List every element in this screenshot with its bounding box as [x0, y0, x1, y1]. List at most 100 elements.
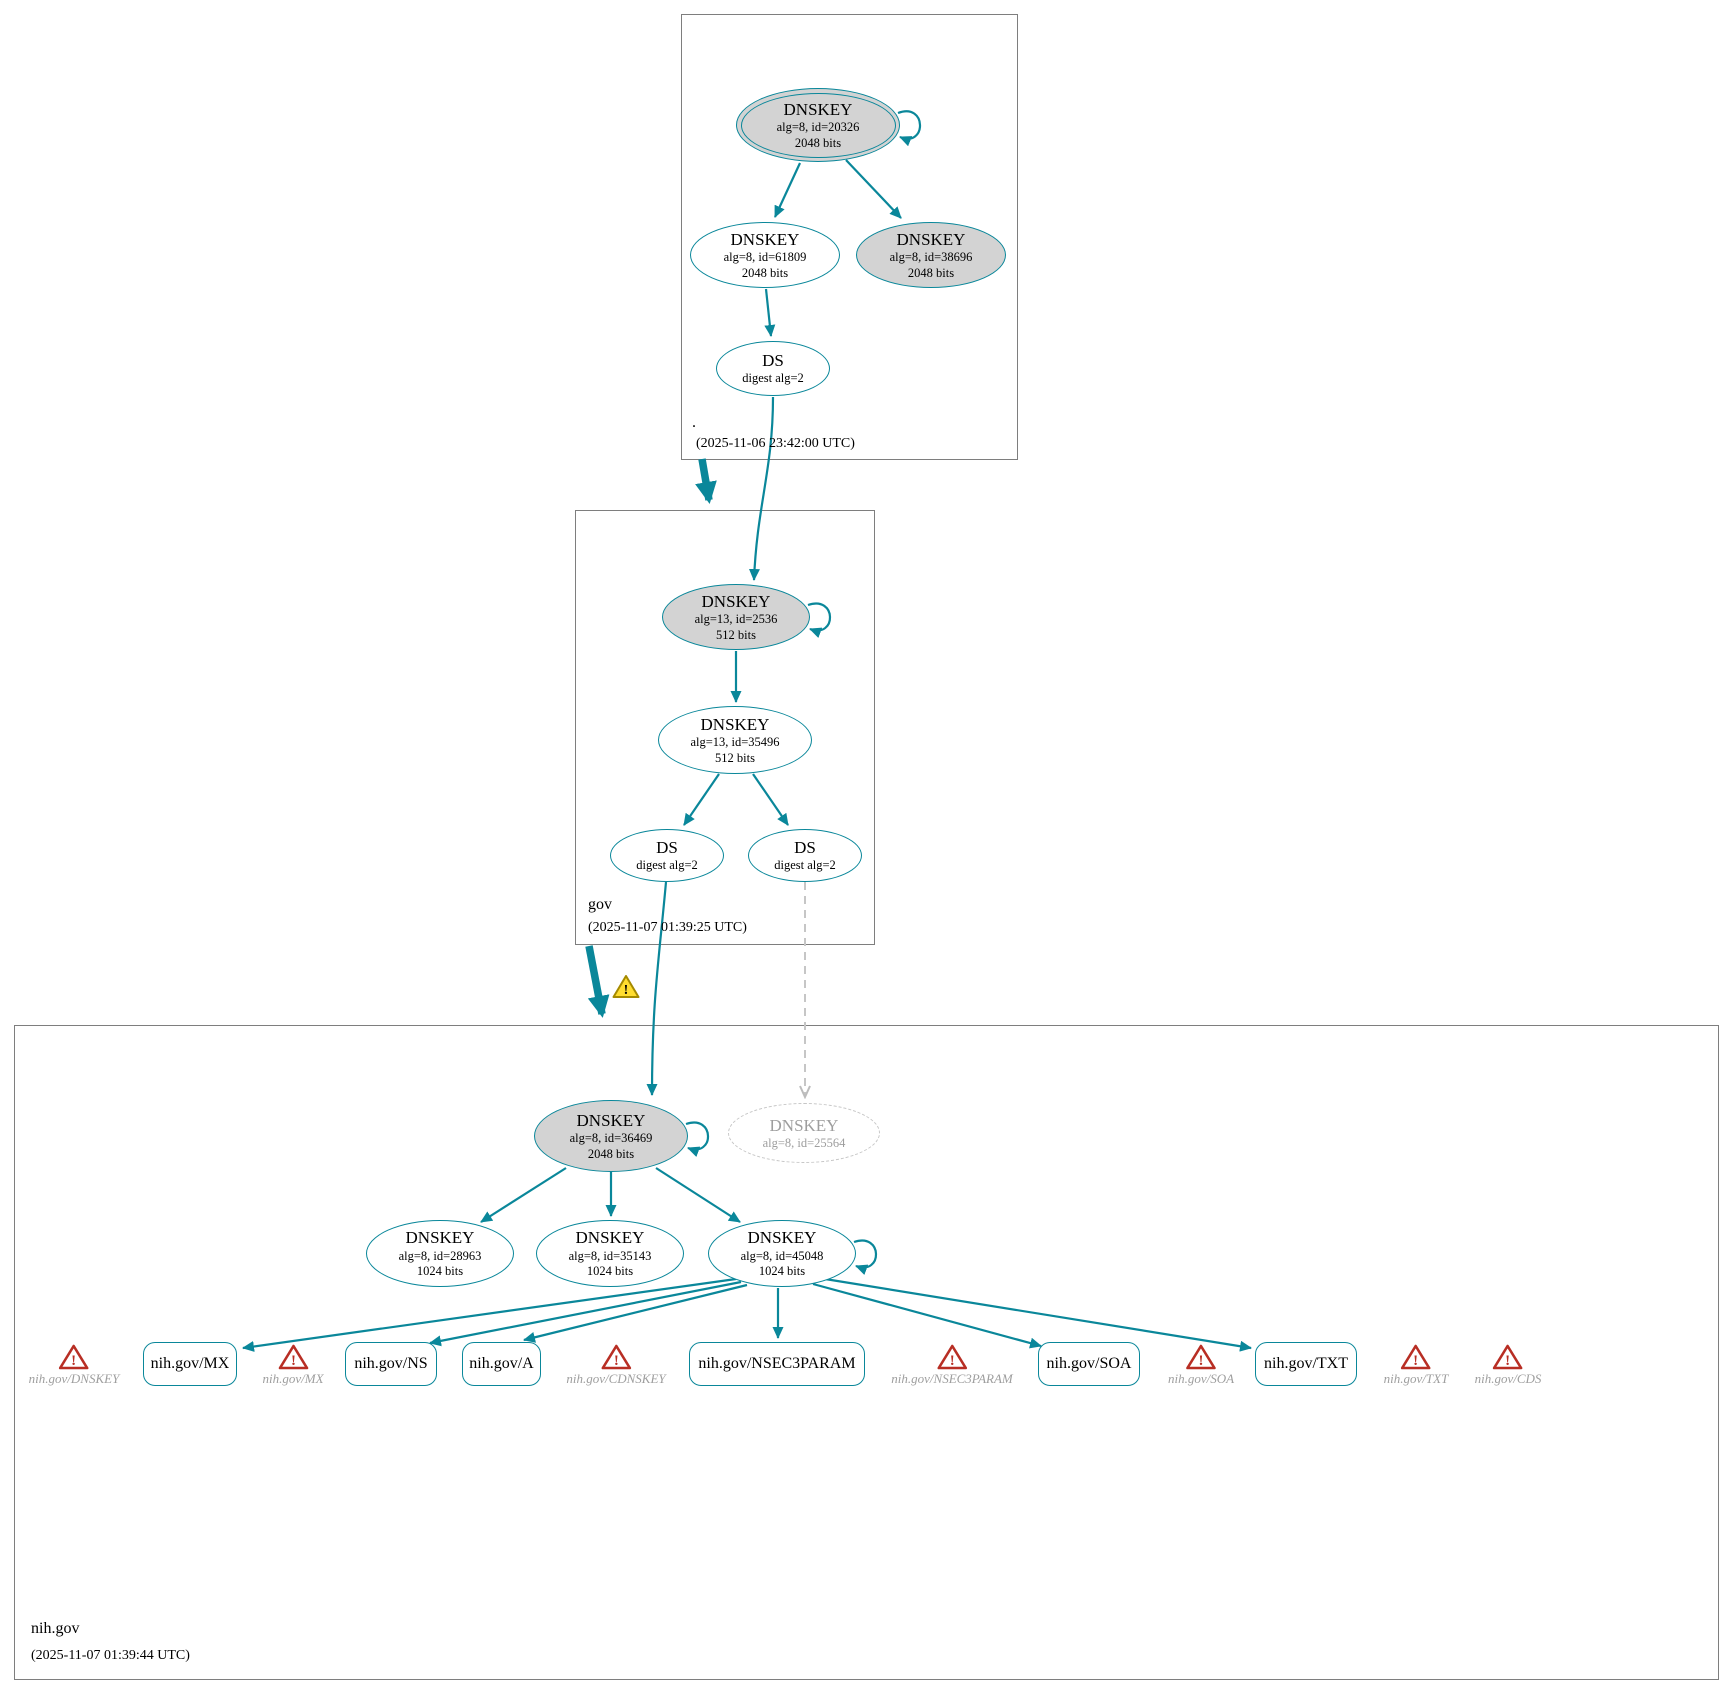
node-bits: 1024 bits	[586, 1264, 634, 1279]
rrset-label: nih.gov/TXT	[1264, 1355, 1348, 1372]
delegation-warning-icon[interactable]: !	[612, 974, 640, 1004]
gov-ksk-node[interactable]: DNSKEY alg=13, id=2536 512 bits	[662, 584, 810, 650]
node-title: DNSKEY	[783, 99, 853, 119]
error-icon: !	[937, 1344, 967, 1370]
error-icon: !	[1186, 1344, 1216, 1370]
svg-text:!: !	[1198, 1353, 1203, 1369]
node-title: DS	[794, 838, 816, 858]
node-alg: alg=8, id=36469	[569, 1131, 653, 1145]
node-alg: alg=8, id=45048	[740, 1248, 824, 1263]
error-nih-gov-dnskey[interactable]: ! nih.gov/DNSKEY	[28, 1344, 120, 1387]
node-bits: 1024 bits	[758, 1264, 806, 1279]
nih-zsk3-node[interactable]: DNSKEY alg=8, id=45048 1024 bits	[708, 1220, 856, 1287]
rrset-nih-gov-mx[interactable]: nih.gov/MX	[143, 1342, 237, 1386]
nih-ksk-node[interactable]: DNSKEY alg=8, id=36469 2048 bits	[534, 1100, 688, 1172]
rrset-label: nih.gov/A	[469, 1355, 534, 1372]
svg-text:!: !	[613, 1353, 618, 1369]
node-title: DNSKEY	[575, 1228, 645, 1248]
zone-label-gov: gov	[588, 896, 612, 913]
rrset-nih-gov-txt[interactable]: nih.gov/TXT	[1255, 1342, 1357, 1386]
rrset-label: nih.gov/NS	[354, 1355, 428, 1372]
node-title: DNSKEY	[747, 1228, 817, 1248]
error-icon: !	[1493, 1344, 1523, 1370]
root-standby-ksk-node[interactable]: DNSKEY alg=8, id=38696 2048 bits	[856, 222, 1006, 288]
node-title: DNSKEY	[730, 229, 800, 249]
node-alg: alg=8, id=28963	[398, 1248, 482, 1263]
svg-text:!: !	[72, 1353, 77, 1369]
node-digest: digest alg=2	[636, 858, 698, 873]
error-label: nih.gov/CDS	[1474, 1371, 1542, 1386]
node-title: DNSKEY	[701, 591, 771, 611]
node-bits: 2048 bits	[741, 265, 789, 280]
svg-text:!: !	[290, 1353, 295, 1369]
node-alg: alg=8, id=61809	[723, 250, 807, 264]
error-nih-gov-soa[interactable]: ! nih.gov/SOA	[1168, 1344, 1234, 1387]
node-title: DNSKEY	[896, 229, 966, 249]
zone-label-root: .	[692, 414, 696, 431]
node-digest: digest alg=2	[742, 371, 804, 386]
rrset-nih-gov-ns[interactable]: nih.gov/NS	[345, 1342, 437, 1386]
zone-label-nih-gov: nih.gov	[31, 1620, 80, 1637]
rrset-label: nih.gov/NSEC3PARAM	[698, 1355, 856, 1372]
svg-text:!: !	[1414, 1353, 1419, 1369]
node-bits: 2048 bits	[794, 135, 842, 150]
node-alg: alg=13, id=2536	[694, 612, 778, 626]
error-label: nih.gov/NSEC3PARAM	[891, 1371, 1013, 1386]
nih-missing-dnskey-node[interactable]: DNSKEY alg=8, id=25564	[728, 1103, 880, 1163]
node-alg: alg=8, id=25564	[762, 1135, 846, 1150]
zone-timestamp-gov: (2025-11-07 01:39:25 UTC)	[588, 920, 747, 935]
svg-text:!: !	[1506, 1353, 1511, 1369]
zone-box-nih-gov	[14, 1025, 1719, 1680]
zone-timestamp-nih-gov: (2025-11-07 01:39:44 UTC)	[31, 1648, 190, 1663]
nih-zsk2-node[interactable]: DNSKEY alg=8, id=35143 1024 bits	[536, 1220, 684, 1287]
gov-zsk-node[interactable]: DNSKEY alg=13, id=35496 512 bits	[658, 706, 812, 774]
node-alg: alg=8, id=35143	[568, 1248, 652, 1263]
node-title: DS	[656, 838, 678, 858]
node-bits: 512 bits	[715, 750, 755, 765]
node-digest: digest alg=2	[774, 858, 836, 873]
rrset-nih-gov-nsec3param[interactable]: nih.gov/NSEC3PARAM	[689, 1342, 865, 1386]
node-alg: alg=8, id=38696	[889, 250, 973, 264]
node-title: DNSKEY	[769, 1115, 839, 1135]
node-bits: 2048 bits	[907, 265, 955, 280]
zone-box-root	[681, 14, 1018, 460]
zone-timestamp-root: (2025-11-06 23:42:00 UTC)	[696, 436, 855, 451]
node-bits: 512 bits	[716, 627, 756, 642]
error-label: nih.gov/SOA	[1167, 1371, 1235, 1386]
error-nih-gov-cdnskey[interactable]: ! nih.gov/CDNSKEY	[566, 1344, 666, 1387]
error-nih-gov-cds[interactable]: ! nih.gov/CDS	[1474, 1344, 1542, 1387]
node-bits: 2048 bits	[587, 1146, 635, 1161]
node-title: DNSKEY	[576, 1110, 646, 1130]
node-title: DNSKEY	[405, 1228, 475, 1248]
error-icon: !	[278, 1344, 308, 1370]
root-ds-node[interactable]: DS digest alg=2	[716, 341, 830, 396]
error-label: nih.gov/CDNSKEY	[566, 1371, 666, 1386]
node-alg: alg=13, id=35496	[690, 735, 780, 749]
svg-text:!: !	[949, 1353, 954, 1369]
rrset-nih-gov-a[interactable]: nih.gov/A	[462, 1342, 541, 1386]
error-nih-gov-nsec3param[interactable]: ! nih.gov/NSEC3PARAM	[891, 1344, 1013, 1387]
error-label: nih.gov/MX	[262, 1371, 324, 1386]
node-alg: alg=8, id=20326	[776, 120, 860, 134]
error-nih-gov-mx[interactable]: ! nih.gov/MX	[262, 1344, 324, 1387]
rrset-label: nih.gov/SOA	[1046, 1355, 1132, 1372]
node-title: DS	[762, 351, 784, 371]
nih-zsk1-node[interactable]: DNSKEY alg=8, id=28963 1024 bits	[366, 1220, 514, 1287]
node-title: DNSKEY	[700, 714, 770, 734]
error-nih-gov-txt[interactable]: ! nih.gov/TXT	[1383, 1344, 1449, 1387]
error-icon: !	[601, 1344, 631, 1370]
rrset-nih-gov-soa[interactable]: nih.gov/SOA	[1038, 1342, 1140, 1386]
error-icon: !	[1401, 1344, 1431, 1370]
node-bits: 1024 bits	[416, 1264, 464, 1279]
error-label: nih.gov/DNSKEY	[28, 1371, 120, 1386]
gov-ds-right-node[interactable]: DS digest alg=2	[748, 829, 862, 882]
rrset-label: nih.gov/MX	[150, 1355, 230, 1372]
error-icon: !	[59, 1344, 89, 1370]
zone-box-gov	[575, 510, 875, 945]
root-zsk-node[interactable]: DNSKEY alg=8, id=61809 2048 bits	[690, 222, 840, 288]
root-ksk-node[interactable]: DNSKEY alg=8, id=20326 2048 bits	[736, 88, 900, 162]
error-label: nih.gov/TXT	[1383, 1371, 1449, 1386]
gov-ds-left-node[interactable]: DS digest alg=2	[610, 829, 724, 882]
